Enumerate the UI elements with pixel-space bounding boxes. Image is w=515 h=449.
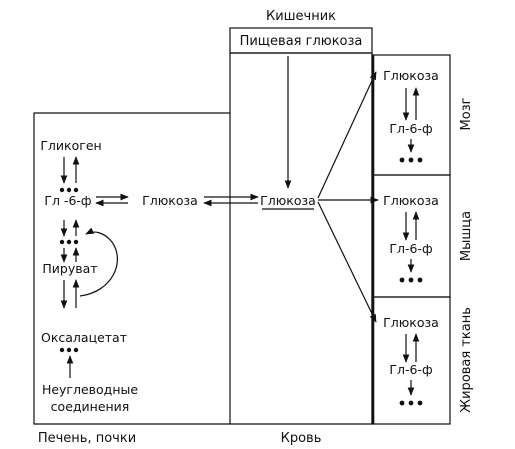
glycogen-label: Гликоген: [40, 138, 101, 153]
food-glucose-label: Пищевая глюкоза: [240, 34, 363, 49]
dots-below-oxaloacetate: [59, 347, 79, 353]
muscle-g6p-label: Гл-6-ф: [389, 241, 432, 256]
intestine-box: [229, 27, 373, 54]
arrow-blood-to-adipose: [317, 201, 377, 323]
oxaloacetate-label: Оксалацетат: [41, 330, 127, 345]
noncarb-label-line1: Неуглеводные: [42, 382, 138, 397]
brain-g6p-label: Гл-6-ф: [389, 121, 432, 136]
dots-below-glycogen: [59, 187, 79, 193]
dots-adipose: [399, 400, 423, 406]
arrow-bypass-curve: [79, 227, 118, 297]
noncarb-label-line2: соединения: [51, 399, 130, 414]
blood-glucose-label: Глюкоза: [260, 193, 316, 208]
adipose-glucose-label: Глюкоза: [383, 315, 439, 330]
dots: [59, 157, 423, 406]
intestine-label: Кишечник: [266, 9, 336, 24]
liver-blood-outline: [33, 52, 373, 425]
dots-muscle: [399, 277, 423, 283]
arrows: [60, 56, 420, 396]
frames: [33, 27, 451, 425]
muscle-glucose-label: Глюкоза: [383, 193, 439, 208]
pyruvate-label: Пируват: [42, 261, 97, 276]
adipose-label: Жировая ткань: [459, 307, 474, 413]
liver-g6p-label: Гл -6-ф: [44, 193, 91, 208]
dots-above-pyruvate: [59, 239, 79, 245]
liver-kidney-label: Печень, почки: [38, 431, 136, 446]
brain-label: Мозг: [459, 97, 474, 130]
muscle-label: Мышца: [459, 211, 474, 261]
blood-label: Кровь: [281, 431, 322, 446]
dots-brain: [399, 157, 423, 163]
liver-glucose-label: Глюкоза: [142, 193, 198, 208]
adipose-g6p-label: Гл-6-ф: [389, 362, 432, 377]
arrow-blood-to-brain: [317, 71, 377, 199]
brain-glucose-label: Глюкоза: [383, 68, 439, 83]
